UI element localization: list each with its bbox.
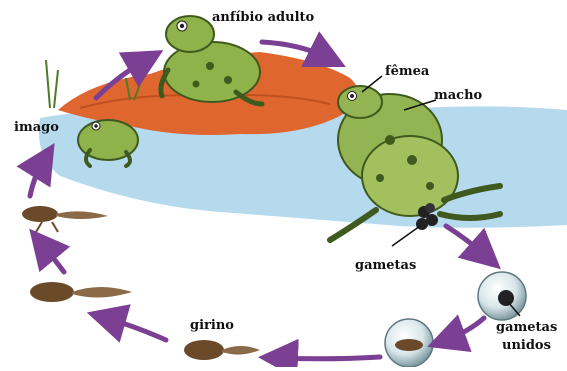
egg-icon (478, 272, 526, 320)
label-gametes: gametas (355, 258, 416, 273)
label-male: macho (434, 88, 482, 103)
adult-frog-icon (161, 16, 262, 104)
label-female: fêmea (385, 64, 429, 79)
arrow-tadpole-up (42, 244, 64, 272)
label-united-gametes-1: gametas (496, 320, 557, 335)
arrow-egg-to-tadpole (278, 357, 380, 359)
label-united-gametes-2: unidos (502, 338, 551, 353)
arrow-gametes-to-egg (446, 226, 486, 256)
label-adult-amphibian: anfíbio adulto (212, 10, 314, 25)
arrow-tadpole-to-tadpole (106, 318, 166, 340)
froglet-icon (78, 120, 138, 166)
label-imago: imago (14, 120, 59, 135)
arrow-egg-to-egg (446, 318, 484, 340)
tadpole-icon (22, 206, 108, 232)
egg-icon (385, 319, 433, 367)
label-tadpole: girino (190, 318, 234, 333)
tadpole-icon (184, 340, 260, 360)
tadpole-icon (30, 282, 132, 302)
arrow-tadpole-to-imago (30, 160, 44, 196)
